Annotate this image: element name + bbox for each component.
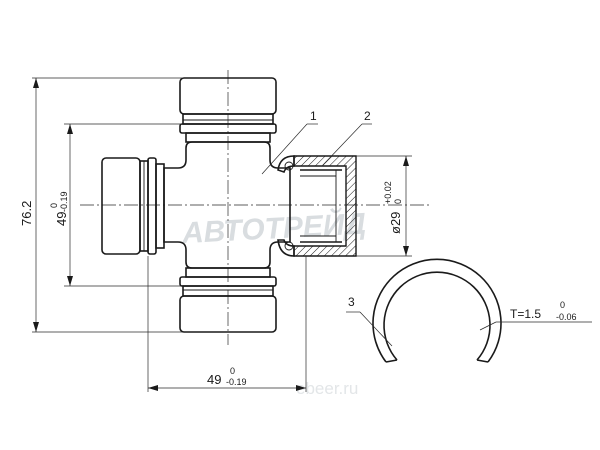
left-bearing-cup (101, 157, 165, 255)
clip-thickness-upper-dev: 0 (560, 300, 565, 310)
cup-diameter-upper-dev: +0.02 (383, 181, 393, 204)
site-watermark: ebeer.ru (296, 379, 358, 398)
horizontal-span-nominal: 49 (207, 372, 221, 387)
horizontal-span-upper-dev: 0 (230, 366, 235, 376)
callout-2: 2 (321, 109, 372, 167)
dimension-cup-diameter: ø29 +0.02 0 (356, 155, 412, 257)
bottom-bearing-cup (179, 267, 277, 333)
vertical-span-lower-dev: -0.19 (59, 191, 69, 212)
horizontal-span-lower-dev: -0.19 (226, 377, 247, 387)
dimension-vertical-span: 49 0 -0.19 (49, 123, 182, 287)
snap-ring (372, 258, 502, 363)
dimension-horizontal-span: 49 0 -0.19 (147, 256, 307, 392)
vertical-span-upper-dev: 0 (49, 203, 59, 208)
dimension-overall-height: 76.2 (19, 77, 182, 333)
right-bearing-cup-section (277, 155, 357, 257)
clip-thickness-nominal: T=1.5 (510, 307, 541, 321)
vertical-span-nominal: 49 (54, 212, 69, 226)
dimension-clip-thickness: T=1.5 0 -0.06 (479, 300, 592, 331)
callout-1-label: 1 (310, 109, 317, 123)
top-bearing-cup (179, 77, 277, 143)
callout-2-label: 2 (364, 109, 371, 123)
overall-height-value: 76.2 (19, 201, 34, 226)
callout-3: 3 (346, 295, 393, 347)
clip-thickness-lower-dev: -0.06 (556, 312, 577, 322)
cup-diameter-nominal: ø29 (388, 212, 403, 234)
callout-1: 1 (261, 109, 318, 175)
callout-3-label: 3 (348, 295, 355, 309)
cup-diameter-lower-dev: 0 (393, 199, 403, 204)
